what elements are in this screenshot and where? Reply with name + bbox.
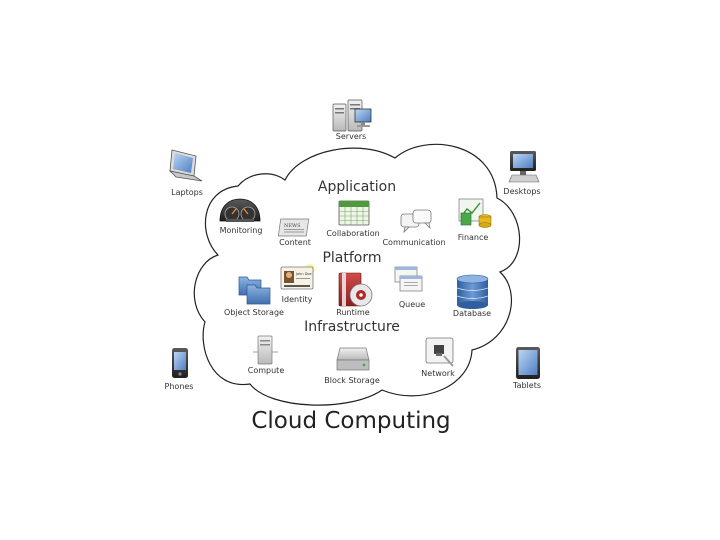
compute-icon [253,335,278,365]
desktops-label: Desktops [503,187,541,196]
monitoring-label: Monitoring [219,226,263,235]
monitoring-icon [219,198,261,222]
communication-label: Communication [382,238,446,247]
finance-label: Finance [457,233,489,242]
network-label: Network [421,369,455,378]
desktop-icon [508,151,540,183]
network-icon [425,337,454,367]
finance-icon [458,198,492,228]
laptops-label: Laptops [171,188,203,197]
database-label: Database [452,309,492,318]
identity-label: Identity [281,295,313,304]
runtime-icon [338,272,373,307]
infrastructure-layer-label: Infrastructure [304,319,400,335]
block-storage-icon [336,347,370,371]
content-label: Content [279,238,311,247]
collaboration-icon [338,200,370,226]
tablet-icon [516,347,540,379]
laptop-icon [168,149,203,182]
news-icon-text: NEWS [284,223,301,229]
database-icon [456,274,489,309]
object-storage-icon [238,276,271,305]
collaboration-label: Collaboration [326,229,380,238]
servers-label: Servers [335,132,367,141]
queue-label: Queue [398,300,426,309]
communication-icon [400,209,432,234]
content-icon: NEWS [277,218,310,237]
identity-icon: John Doe [280,264,315,290]
block-storage-label: Block Storage [324,376,380,385]
tablets-label: Tablets [513,381,541,390]
phones-label: Phones [164,382,194,391]
diagram-title: Cloud Computing [251,408,451,434]
application-layer-label: Application [317,179,397,195]
queue-icon [394,266,423,292]
object-storage-label: Object Storage [224,308,284,317]
servers-icon [332,99,372,132]
phone-icon [172,348,188,378]
compute-label: Compute [247,366,285,375]
platform-layer-label: Platform [322,250,382,266]
runtime-label: Runtime [336,308,370,317]
badge-name-text: John Doe [295,272,312,276]
